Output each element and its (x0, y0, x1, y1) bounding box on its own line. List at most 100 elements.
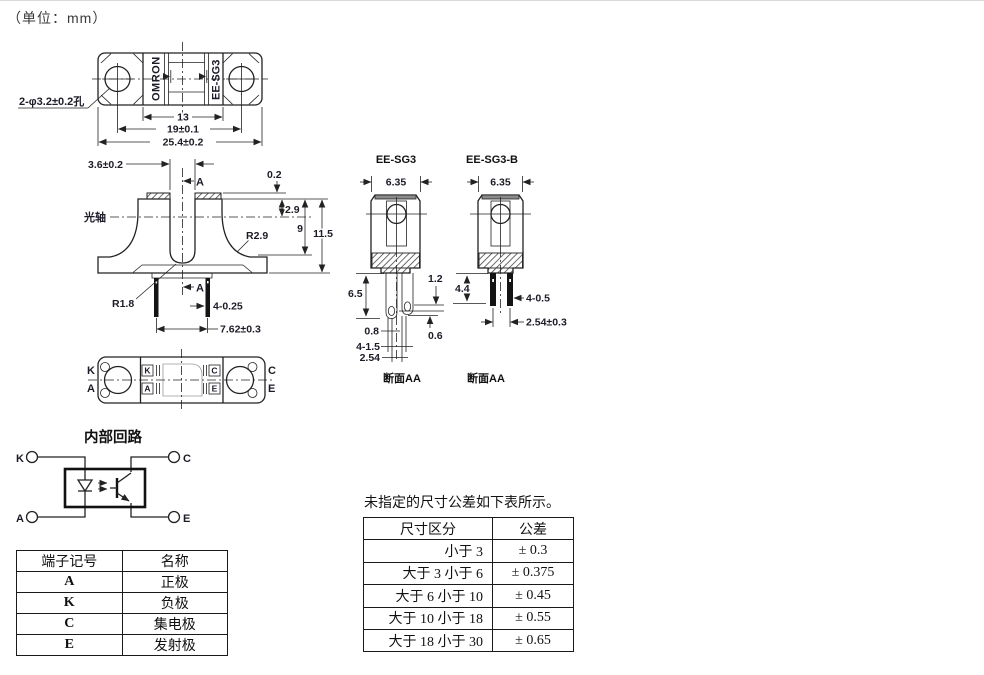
lead-pin (154, 278, 159, 317)
table-header-row: 端子记号 名称 (16, 550, 228, 572)
terminal-name: 正极 (121, 571, 228, 593)
unit-label: （单位：mm） (7, 10, 108, 26)
terminal-circle-e (167, 510, 181, 524)
optical-axis-label: 光轴 (83, 210, 106, 224)
table-row: 小于 3 ± 0.3 (363, 539, 574, 563)
circuit-a: A (16, 513, 24, 525)
dim-02: 0.2 (267, 169, 282, 181)
front-view-sg3: EE-SG3 6.35 6.5 1.2 (347, 154, 445, 385)
sg3-dim-254: 2.54 (360, 352, 381, 364)
tolerance-value: ± 0.3 (492, 539, 574, 563)
tolerance-value: ± 0.55 (492, 606, 574, 630)
axis-marker-icon (199, 73, 206, 80)
top-border-line (0, 0, 984, 1)
terminal-name: 负极 (121, 592, 228, 614)
dim-9: 9 (297, 223, 303, 235)
axis-marker-icon (163, 73, 170, 80)
dim-pin: 4-0.25 (213, 301, 243, 313)
sg3-dim-635: 6.35 (386, 177, 407, 189)
tolerance-value: ± 0.65 (492, 628, 574, 653)
r29-label: R2.9 (246, 230, 268, 242)
slot-opening (162, 363, 203, 397)
col-header: 名称 (121, 550, 228, 572)
section-a-bottom: A (196, 283, 204, 295)
sg3b-title: EE-SG3-B (466, 154, 518, 166)
mount-hole-left (103, 365, 133, 395)
section-a-top: A (196, 177, 204, 189)
lead-pin (205, 278, 210, 317)
dim-254: 25.4±0.2 (163, 137, 204, 149)
optocoupler-box (63, 467, 147, 509)
sg3b-dim-635: 6.35 (490, 177, 511, 189)
size-range: 小于 3 (363, 539, 493, 563)
sg3-loop-terminal (385, 273, 398, 319)
col-header: 尺寸区分 (363, 516, 493, 541)
sg3-base-hatch (371, 252, 420, 269)
size-range: 大于 10 小于 18 (363, 606, 493, 630)
circuit-k: K (16, 453, 24, 465)
terminal-symbol: E (16, 634, 123, 656)
terminal-symbol: K (16, 592, 123, 614)
sg3b-pin (507, 273, 513, 306)
hole-callout: 2-φ3.2±0.2孔 (19, 95, 84, 108)
table-row: A 正极 (16, 571, 228, 593)
transistor-emitter (116, 492, 130, 502)
terminal-e-label: E (268, 383, 275, 395)
size-range: 大于 6 小于 10 (363, 584, 493, 608)
size-range: 大于 3 小于 6 (363, 561, 493, 586)
table-row: 大于 6 小于 10 ± 0.45 (363, 584, 574, 608)
side-view-body (97, 198, 268, 274)
top-view: OMRON EE-SG3 13 19±0.1 25.4±0.2 2-φ3.2±0… (18, 42, 268, 150)
terminal-circle-a (25, 510, 39, 524)
circuit-c: C (183, 453, 191, 465)
dim-115: 11.5 (313, 228, 333, 240)
terminal-symbol: A (16, 571, 123, 593)
terminal-c-label: C (268, 365, 276, 377)
front-view-sg3b: EE-SG3-B 6.35 4.4 4-0 (453, 154, 568, 385)
sg3b-pin (490, 273, 496, 306)
boxed-terminal-k: K (144, 366, 151, 376)
tolerance-value: ± 0.375 (492, 561, 574, 586)
table-row: K 负极 (16, 592, 228, 614)
table-header-row: 尺寸区分 公差 (363, 516, 574, 541)
col-header: 端子记号 (16, 550, 123, 572)
side-view: 光轴 3.6±0.2 A A 0.2 2.9 9 11.5 (83, 158, 335, 338)
terminal-name: 发射极 (121, 634, 228, 656)
col-header: 公差 (492, 516, 574, 541)
sg3-dim-06: 0.6 (428, 330, 443, 342)
terminal-name: 集电极 (121, 613, 228, 635)
sg3-dim-65: 6.5 (348, 288, 363, 300)
sg3-top-cap (374, 194, 417, 200)
sg3-section-label: 断面AA (383, 371, 421, 385)
boxed-terminal-c: C (211, 366, 217, 376)
sg3b-dim-44: 4.4 (455, 283, 470, 295)
sg3-dim-12: 1.2 (428, 273, 443, 285)
dim-762: 7.62±0.3 (220, 324, 261, 336)
brand-logo-text: OMRON (151, 56, 163, 101)
tolerance-note: 未指定的尺寸公差如下表所示。 (364, 496, 560, 511)
terminal-a-label: A (87, 383, 95, 395)
terminal-symbol: C (16, 613, 123, 635)
dim-19: 19±0.1 (167, 124, 199, 136)
boxed-terminal-e: E (212, 384, 218, 394)
detector-window (194, 192, 222, 200)
sg3b-dim-405: 4-0.5 (526, 293, 550, 305)
table-row: 大于 18 小于 30 ± 0.65 (363, 628, 574, 653)
table-row: E 发射极 (16, 634, 228, 656)
table-row: C 集电极 (16, 613, 228, 635)
sg3b-dim-254: 2.54±0.3 (526, 317, 567, 329)
sg3-title: EE-SG3 (376, 154, 416, 166)
table-row: 大于 10 小于 18 ± 0.55 (363, 606, 574, 630)
terminal-table: 端子记号 名称 A 正极 K 负极 C 集电极 E 发射极 (16, 550, 228, 656)
r18-label: R1.8 (112, 298, 134, 310)
dim-29: 2.9 (285, 204, 300, 216)
boxed-terminal-a: A (144, 384, 150, 394)
dim-13: 13 (177, 112, 189, 124)
internal-circuit: 内部回路 K A C E (16, 428, 191, 525)
size-range: 大于 18 小于 30 (363, 628, 493, 653)
terminal-circle-c (167, 450, 181, 464)
sg3b-section-label: 断面AA (467, 371, 505, 385)
dim-slot: 3.6±0.2 (88, 159, 123, 171)
